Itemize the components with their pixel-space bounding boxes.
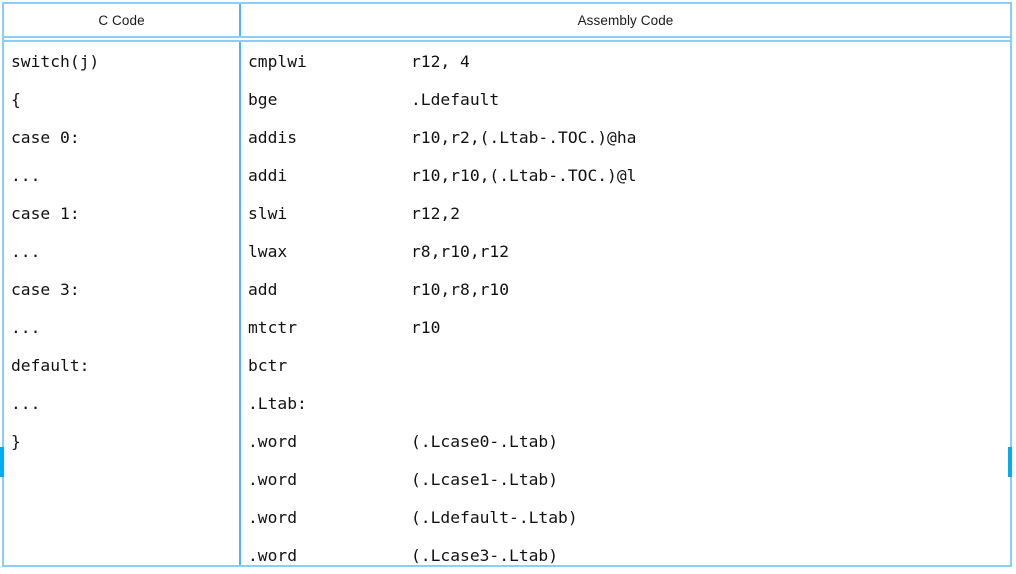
assembly-code-line: addi r10,r10,(.Ltab-.TOC.)@l [241,156,1010,194]
assembly-operand: r12, 4 [411,51,470,71]
assembly-mnemonic: .word [248,545,298,565]
assembly-operand: (.Lcase3-.Ltab) [411,545,559,565]
assembly-operand: r10,r8,r10 [411,279,510,299]
assembly-code-line: .word (.Ldefault-.Ltab) [241,498,1010,536]
assembly-mnemonic: addis [248,127,298,147]
selection-tick-right[interactable] [1008,447,1012,477]
assembly-mnemonic: cmplwi [248,51,307,71]
assembly-code-line: cmplwi r12, 4 [241,42,1010,80]
c-code-column: switch(j) { case 0:... case 1:... case 3:...… [4,42,241,565]
assembly-operand: r10 [411,317,441,337]
column-header-assembly-code: Assembly Code [577,12,674,28]
assembly-operand: (.Ldefault-.Ltab) [411,507,578,527]
assembly-code-line: slwi r12,2 [241,194,1010,232]
c-code-line: } [11,431,21,451]
assembly-mnemonic: mtctr [248,317,298,337]
c-code-line: ... [11,317,41,337]
assembly-mnemonic: slwi [248,203,288,223]
assembly-code-line: lwax r8,r10,r12 [241,232,1010,270]
table-header-row: C Code Assembly Code [2,4,1012,42]
selection-tick-left[interactable] [0,447,4,477]
c-code-line: case 0: [11,127,80,147]
c-code-line: ... [11,393,41,413]
assembly-code-line: mtctr r10 [241,308,1010,346]
c-code-line: switch(j) [11,51,100,71]
assembly-code-line: .word (.Lcase3-.Ltab) [241,536,1010,574]
assembly-mnemonic: addi [248,165,288,185]
assembly-mnemonic: .word [248,431,298,451]
c-code-line: ... [11,241,41,261]
c-to-assembly-comparison-table: C Code Assembly Code switch(j) { case 0:..… [2,2,1012,567]
assembly-operand: r10,r2,(.Ltab-.TOC.)@ha [411,127,637,147]
assembly-code-column: cmplwi r12, 4 bge .Ldefault addis r10,r2,(.Lt… [241,42,1010,565]
assembly-operand: (.Lcase0-.Ltab) [411,431,559,451]
assembly-mnemonic: .word [248,469,298,489]
c-code-line: case 3: [11,279,80,299]
c-code-line: ... [11,165,41,185]
assembly-mnemonic: bctr [248,355,288,375]
assembly-operand: .Ldefault [411,89,500,109]
c-code-line: case 1: [11,203,80,223]
assembly-operand: (.Lcase1-.Ltab) [411,469,559,489]
assembly-mnemonic: .Ltab: [248,393,307,413]
assembly-code-line: .word (.Lcase1-.Ltab) [241,460,1010,498]
assembly-operand: r10,r10,(.Ltab-.TOC.)@l [411,165,637,185]
assembly-code-line: bge .Ldefault [241,80,1010,118]
assembly-mnemonic: lwax [248,241,288,261]
assembly-code-line: addis r10,r2,(.Ltab-.TOC.)@ha [241,118,1010,156]
assembly-code-line: .Ltab: [241,384,1010,422]
assembly-code-line: add r10,r8,r10 [241,270,1010,308]
column-header-c-code: C Code [4,4,241,36]
assembly-mnemonic: add [248,279,278,299]
table-body: switch(j) { case 0:... case 1:... case 3:...… [4,42,1010,565]
c-code-line: { [11,89,21,109]
assembly-operand: r8,r10,r12 [411,241,510,261]
c-code-line: default: [11,355,90,375]
assembly-code-line: .word (.Lcase0-.Ltab) [241,422,1010,460]
assembly-mnemonic: bge [248,89,278,109]
assembly-code-line: bctr [241,346,1010,384]
assembly-mnemonic: .word [248,507,298,527]
assembly-operand: r12,2 [411,203,461,223]
